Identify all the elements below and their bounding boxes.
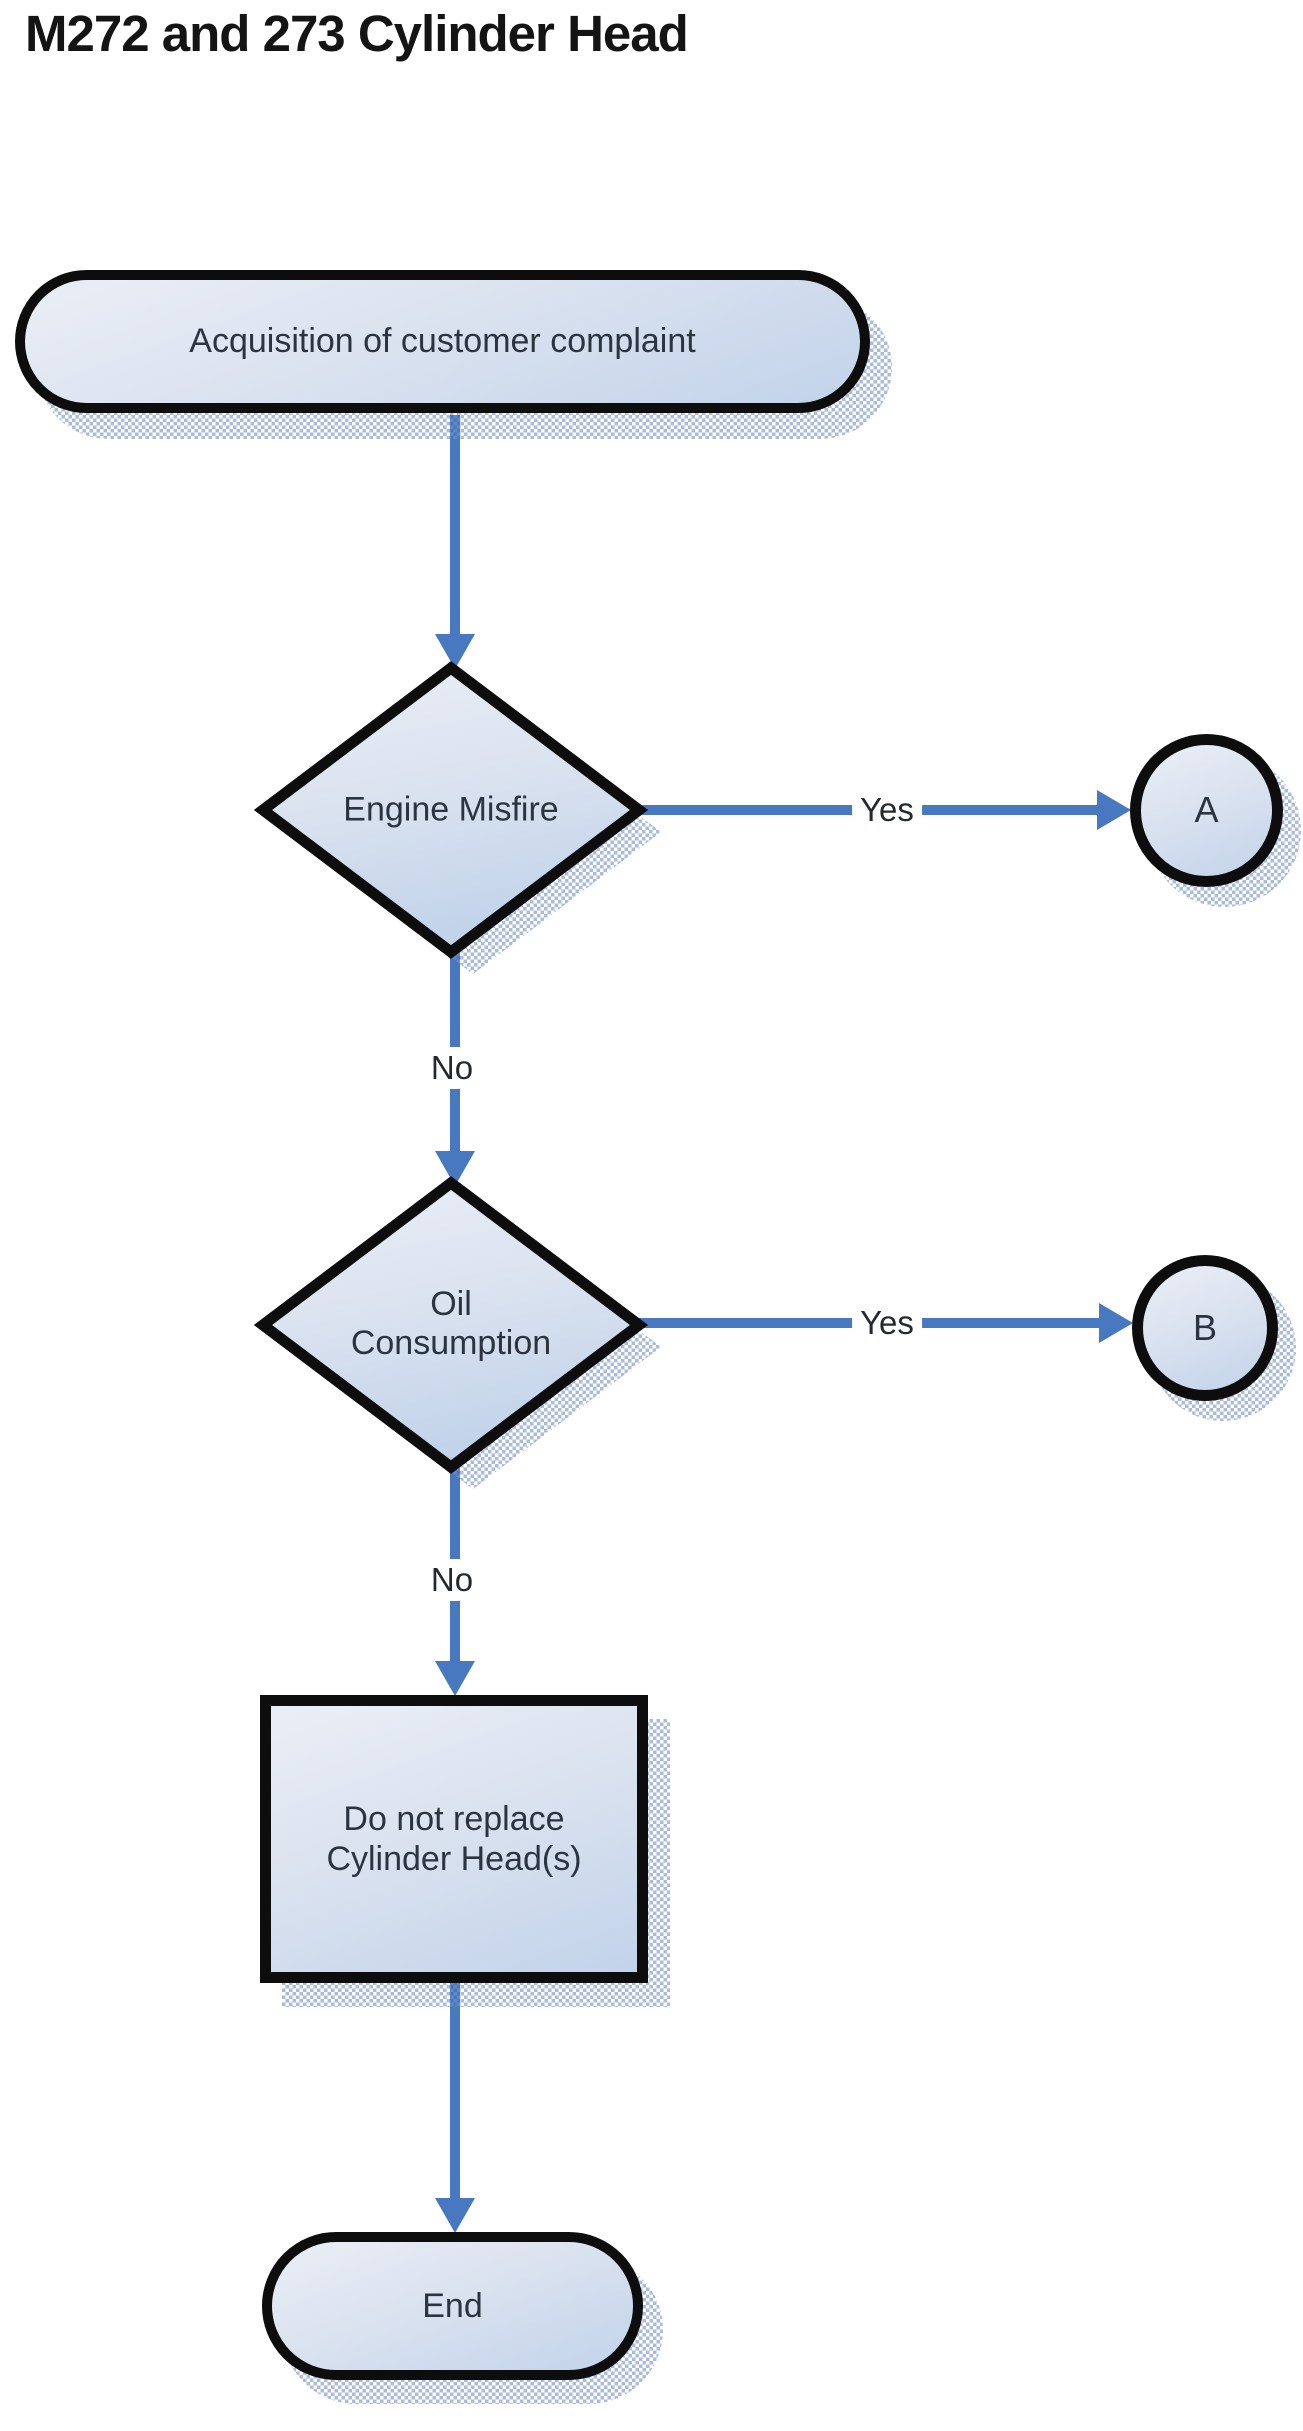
start-node-label: Acquisition of customer complaint — [189, 322, 696, 361]
decision-oil-consumption — [253, 1176, 661, 1489]
arrow-start-to-misfire — [450, 415, 460, 637]
arrowhead-oil-no — [435, 1661, 475, 1696]
arrowhead-oil-yes — [1099, 1303, 1133, 1343]
connector-a-label: A — [1194, 789, 1219, 831]
process-node-label: Do not replace Cylinder Head(s) — [326, 1799, 582, 1878]
arrowhead-misfire-yes — [1097, 790, 1131, 830]
edge-label-oil-no: No — [422, 1559, 482, 1601]
connector-b: B — [1132, 1255, 1278, 1401]
decision-engine-misfire — [253, 661, 661, 974]
arrowhead-start-to-misfire — [435, 634, 475, 669]
end-node-label: End — [422, 2286, 483, 2325]
connector-b-label: B — [1192, 1306, 1217, 1348]
decision-oil-consumption-label: Oil Consumption — [350, 1284, 552, 1362]
decision-engine-misfire-label: Engine Misfire — [343, 790, 559, 829]
page-title: M272 and 273 Cylinder Head — [25, 5, 689, 62]
arrowhead-process-to-end — [435, 2198, 475, 2233]
edge-label-oil-yes: Yes — [852, 1302, 922, 1344]
connector-a: A — [1130, 734, 1283, 887]
end-node: End — [262, 2232, 643, 2380]
decision-oil-consumption-shape — [253, 1176, 649, 1474]
edge-label-misfire-yes: Yes — [852, 789, 922, 831]
decision-engine-misfire-shape — [253, 661, 649, 959]
edge-label-misfire-no: No — [422, 1047, 482, 1089]
start-node: Acquisition of customer complaint — [15, 270, 870, 413]
process-node: Do not replace Cylinder Head(s) — [260, 1695, 648, 1983]
arrow-process-to-end — [450, 1983, 460, 2201]
